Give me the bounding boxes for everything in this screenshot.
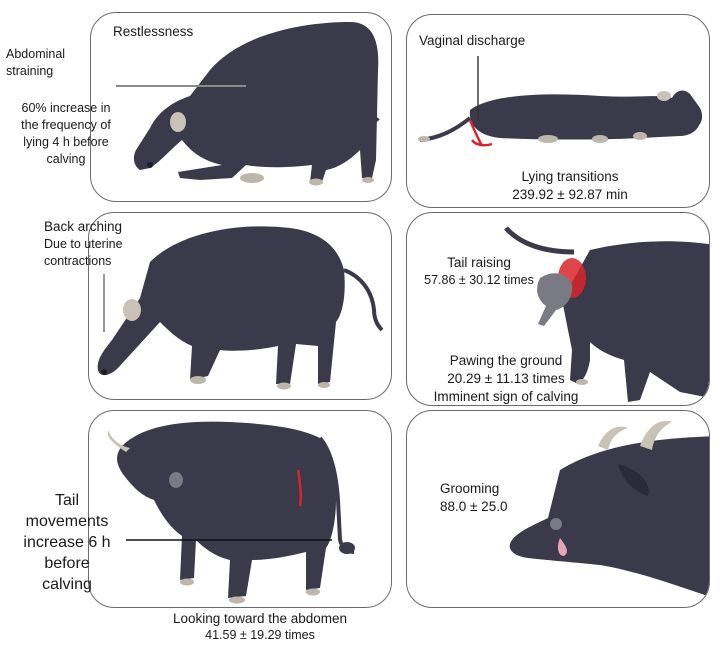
lying-frequency-line3: lying 4 h before (23, 135, 109, 149)
lying-transitions-label: Lying transitions (521, 169, 619, 184)
restlessness-title: Restlessness (113, 24, 194, 39)
tail-movements-line5: calving (42, 576, 92, 593)
back-arching-sub-line1: Due to uterine (44, 237, 123, 251)
tail-raising-value: 57.86 ± 30.12 times (424, 273, 534, 287)
lying-cow-figure (418, 90, 703, 143)
looking-abdomen-label: Looking toward the abdomen (172, 611, 348, 626)
standing-cow-figure (107, 421, 355, 604)
arching-cow-figure (97, 226, 384, 390)
lying-frequency-line1: 60% increase in (21, 101, 111, 115)
kneeling-cow-figure (133, 22, 380, 186)
tail-raising-figure (504, 226, 709, 402)
imminent-calving-label: Imminent sign of calving (433, 389, 579, 404)
discharge-mark (468, 119, 493, 147)
tail-movements-line4: before (44, 555, 90, 572)
lying-transitions-value: 239.92 ± 92.87 min (512, 187, 628, 202)
grooming-title: Grooming (440, 481, 500, 496)
tail-movements-line2: movements (25, 513, 109, 530)
grooming-cow-figure (509, 420, 709, 600)
vaginal-discharge-title: Vaginal discharge (419, 33, 526, 48)
looking-abdomen-value: 41.59 ± 19.29 times (205, 628, 315, 642)
back-arching-title: Back arching (44, 219, 123, 234)
tail-raising-title: Tail raising (447, 255, 511, 270)
lying-frequency-line4: calving (46, 152, 86, 166)
back-arching-sub-line2: contractions (44, 254, 112, 268)
lying-frequency-line2: the frequency of (21, 118, 111, 132)
pawing-ground-value: 20.29 ± 11.13 times (447, 371, 565, 386)
pawing-ground-label: Pawing the ground (449, 353, 563, 368)
tail-movements-line3: increase 6 h (23, 534, 111, 551)
abdominal-straining-line1: Abdominal (6, 47, 66, 61)
grooming-value: 88.0 ± 25.0 (440, 499, 508, 514)
tail-movements-line1: Tail (54, 492, 79, 509)
abdominal-straining-line2: straining (6, 64, 54, 78)
